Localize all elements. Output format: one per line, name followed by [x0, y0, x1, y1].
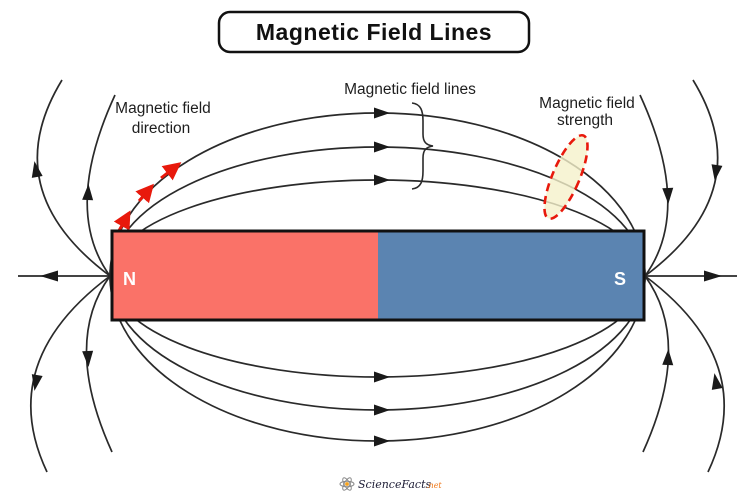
arrow-right-icon — [374, 174, 390, 186]
field-strength-label-line1: Magnetic field — [539, 95, 635, 112]
title-border — [217, 10, 531, 54]
north-pole-label: N — [123, 269, 136, 289]
field-line-outer-left-bottom2 — [85, 275, 113, 453]
bar-magnet: N S — [110, 229, 646, 322]
arrow-down-icon — [31, 374, 43, 391]
arrow-up-icon — [662, 349, 674, 366]
arrow-down-icon — [711, 164, 723, 181]
field-strength-label-line2: strength — [557, 112, 613, 129]
watermark-name: ScienceFacts — [358, 478, 432, 491]
field-strength-ellipse — [543, 133, 589, 221]
field-line-outer-left-top1 — [36, 79, 111, 277]
title-box: Magnetic Field Lines — [217, 10, 531, 54]
atom-icon — [339, 477, 355, 491]
arrow-right-icon — [704, 270, 722, 282]
watermark-suffix: .net — [426, 481, 442, 490]
arrow-right-icon — [374, 404, 390, 416]
field-direction-label-line1: Magnetic field — [115, 100, 211, 117]
direction-arrows-group — [113, 162, 182, 237]
arrow-up-icon — [711, 373, 723, 390]
arrow-right-icon — [374, 141, 390, 153]
page-title: Magnetic Field Lines — [256, 19, 492, 45]
arrow-right-icon — [374, 435, 390, 447]
arrow-left-icon — [40, 270, 58, 282]
watermark: ScienceFacts .net — [339, 477, 442, 491]
field-line-outer-left-bottom1 — [29, 275, 111, 473]
field-lines-label: Magnetic field lines — [344, 81, 476, 98]
annotation-labels: Magnetic field direction Magnetic field … — [115, 81, 635, 137]
field-direction-label-line2: direction — [132, 120, 191, 137]
field-arrowheads-group — [31, 107, 723, 447]
field-line-outer-right-bottom1 — [644, 275, 726, 473]
magnet-border — [110, 229, 646, 322]
curly-brace — [411, 102, 434, 190]
field-line-outer-right-top1 — [644, 79, 719, 277]
north-pole-half — [112, 231, 378, 320]
arrow-right-icon — [374, 107, 390, 119]
arrow-up-icon — [31, 161, 43, 178]
arrow-up-icon — [82, 184, 94, 201]
red-direction-arrow-icon — [160, 162, 182, 181]
south-pole-half — [378, 231, 644, 320]
arrow-right-icon — [374, 371, 390, 383]
red-direction-arrow-icon — [135, 183, 154, 204]
arrow-down-icon — [82, 350, 94, 367]
arrow-down-icon — [662, 187, 674, 204]
south-pole-label: S — [614, 269, 626, 289]
